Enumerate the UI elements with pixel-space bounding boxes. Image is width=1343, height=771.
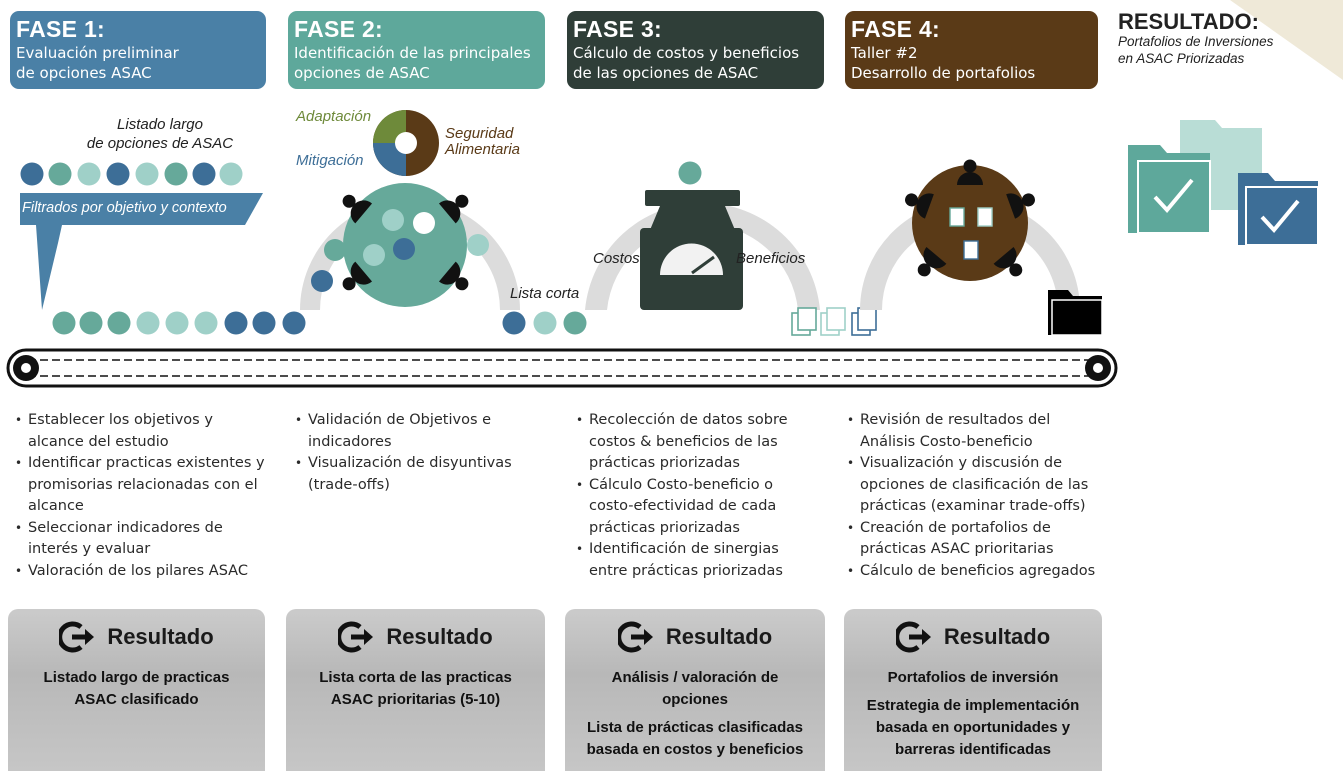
result-line: Estrategia de implementación basada en o…	[866, 697, 1080, 758]
listado-largo-line: Listado largo	[117, 116, 203, 133]
exit-arrow-icon	[59, 621, 95, 653]
phase-1-title: FASE 1:	[16, 16, 106, 42]
process-illustration	[20, 110, 1319, 336]
result-box-1: Resultado Listado largo de practicas ASA…	[8, 609, 265, 771]
exit-arrow-icon	[617, 621, 653, 653]
bullet-item: Validación de Objetivos e indicadores	[295, 410, 540, 453]
phase-2-bullets: Validación de Objetivos e indicadores Vi…	[295, 410, 540, 496]
phase-4-subtitle-line: Taller #2	[851, 44, 918, 62]
phase-2-subtitle-line: opciones de ASAC	[294, 64, 430, 82]
result-label: Resultado	[107, 624, 214, 649]
listado-largo-line: de opciones de ASAC	[86, 135, 234, 152]
meeting-table-phase-4	[900, 159, 1040, 284]
phase-3-title: FASE 3:	[573, 16, 663, 42]
phase-4-bullets: Revisión de resultados del Análisis Cost…	[847, 410, 1109, 582]
result-header: Resultado	[565, 621, 825, 653]
meeting-table-phase-2	[311, 183, 489, 307]
gear-icon-left	[13, 355, 39, 381]
short-list-dots	[502, 311, 587, 335]
result-body: Lista corta de las practicas ASAC priori…	[286, 667, 545, 711]
resultado-title: RESULTADO:	[1118, 9, 1259, 34]
result-body: Listado largo de practicas ASAC clasific…	[8, 667, 265, 711]
result-header: Resultado	[286, 621, 545, 653]
listado-largo-label: Listado largo de opciones de ASAC	[60, 115, 260, 153]
phase-2-subtitle: Identificación de las principales opcion…	[294, 43, 545, 83]
resultado-subtitle-line: en ASAC Priorizadas	[1118, 51, 1245, 66]
costos-label: Costos	[593, 250, 640, 267]
scale-icon	[640, 161, 743, 310]
result-line: Lista corta de las practicas ASAC priori…	[319, 669, 512, 708]
phase-3-subtitle-line: Cálculo de costos y beneficios	[573, 44, 800, 62]
result-line: Portafolios de inversión	[887, 669, 1059, 686]
result-body: Portafolios de inversión Estrategia de i…	[844, 667, 1102, 761]
result-label: Resultado	[665, 624, 773, 649]
result-header: Resultado	[8, 621, 265, 653]
lista-corta-label: Lista corta	[510, 285, 580, 302]
phase-4-title: FASE 4:	[851, 16, 941, 42]
exit-arrow-icon	[895, 621, 931, 653]
filtrados-label: Filtrados por objetivo y contexto	[22, 200, 227, 216]
bullet-item: Valoración de los pilares ASAC	[15, 561, 273, 583]
result-line: Lista de prácticas clasificadas basada e…	[586, 719, 804, 758]
bullet-item: Visualización y discusión de opciones de…	[847, 453, 1109, 518]
gear-icon-right	[1085, 355, 1111, 381]
phase-3-bullets: Recolección de datos sobre costos & bene…	[576, 410, 812, 582]
phase-2-title: FASE 2:	[294, 16, 384, 42]
bullet-item: Establecer los objetivos y alcance del e…	[15, 410, 273, 453]
bullet-item: Creación de portafolios de prácticas ASA…	[847, 518, 1109, 561]
result-box-2: Resultado Lista corta de las practicas A…	[286, 609, 545, 771]
result-box-3: Resultado Análisis / valoración de opcio…	[565, 609, 825, 771]
resultado-header: RESULTADO: Portafolios de Inversiones en…	[1118, 11, 1338, 67]
document-icons	[791, 307, 877, 336]
result-line: Análisis / valoración de opciones	[611, 669, 779, 708]
bullet-item: Recolección de datos sobre costos & bene…	[576, 410, 812, 475]
result-body: Análisis / valoración de opciones Lista …	[565, 667, 825, 761]
filter-funnel	[20, 193, 263, 310]
bullet-item: Identificación de sinergias entre prácti…	[576, 539, 812, 582]
bullet-item: Identificar practicas existentes y promi…	[15, 453, 273, 518]
bullet-item: Cálculo Costo-beneficio o costo-efectivi…	[576, 475, 812, 540]
phase-3-subtitle-line: de las opciones de ASAC	[573, 64, 759, 82]
mitigacion-label: Mitigación	[296, 152, 364, 169]
phase-1-subtitle: Evaluación preliminar de opciones ASAC	[16, 43, 266, 83]
beneficios-label: Beneficios	[736, 250, 806, 267]
black-folder-icon	[1048, 290, 1103, 336]
bullet-item: Cálculo de beneficios agregados	[847, 561, 1109, 583]
portfolio-folders	[1128, 120, 1319, 246]
phase-4-subtitle: Taller #2 Desarrollo de portafolios	[851, 43, 1098, 83]
result-label: Resultado	[386, 624, 493, 649]
phase-4-subtitle-line: Desarrollo de portafolios	[851, 64, 1036, 82]
phase-1-subtitle-line: Evaluación preliminar	[16, 44, 179, 62]
result-label: Resultado	[943, 624, 1051, 649]
long-list-dots	[20, 162, 243, 186]
result-box-4: Resultado Portafolios de inversión Estra…	[844, 609, 1102, 771]
bullet-item: Revisión de resultados del Análisis Cost…	[847, 410, 1109, 453]
adaptacion-label: Adaptación	[296, 108, 372, 125]
resultado-subtitle-line: Portafolios de Inversiones	[1118, 34, 1274, 49]
bullet-item: Visualización de disyuntivas (trade-offs…	[295, 453, 540, 496]
seguridad-line: Alimentaria	[445, 141, 521, 158]
phase-4-header: FASE 4: Taller #2 Desarrollo de portafol…	[845, 11, 1098, 89]
result-line: Listado largo de practicas ASAC clasific…	[43, 669, 230, 708]
phase-1-bullets: Establecer los objetivos y alcance del e…	[15, 410, 273, 582]
result-header: Resultado	[844, 621, 1102, 653]
phase-2-subtitle-line: Identificación de las principales	[294, 44, 531, 62]
phase-3-header: FASE 3: Cálculo de costos y beneficios d…	[567, 11, 824, 89]
exit-arrow-icon	[338, 621, 374, 653]
phase-3-subtitle: Cálculo de costos y beneficios de las op…	[573, 43, 824, 83]
phase-1-subtitle-line: de opciones ASAC	[16, 64, 152, 82]
bullet-item: Seleccionar indicadores de interés y eva…	[15, 518, 273, 561]
corner-decoration	[1230, 0, 1343, 80]
puzzle-icon	[373, 110, 439, 176]
phase-2-header: FASE 2: Identificación de las principale…	[288, 11, 545, 89]
classified-dots	[52, 311, 306, 335]
seguridad-line: Seguridad	[445, 125, 514, 142]
phase-1-header: FASE 1: Evaluación preliminar de opcione…	[10, 11, 266, 89]
seguridad-label: Seguridad Alimentaria	[445, 126, 520, 158]
conveyor-belt	[6, 348, 1118, 388]
